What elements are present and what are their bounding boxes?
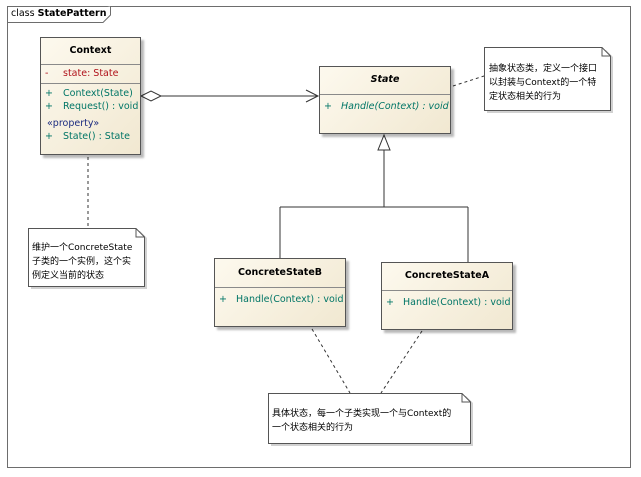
aggregation-context-state: [139, 89, 320, 103]
attribute-text: state: State: [63, 68, 119, 79]
visibility-marker: +: [45, 88, 53, 99]
visibility-marker: +: [386, 297, 394, 308]
class-name: ConcreteStateB: [237, 267, 323, 278]
note-line: 一个状态相关的行为: [272, 423, 354, 433]
visibility-marker: +: [219, 294, 227, 305]
frame-keyword: class: [11, 8, 35, 19]
attribute-row: - state: State: [41, 65, 140, 83]
visibility-marker: +: [324, 101, 332, 112]
generalization-tree: [279, 133, 469, 262]
note-line: 抽象状态类，定义一个接口: [489, 64, 598, 74]
property-text: State() : State: [63, 131, 130, 142]
operation-text: Handle(Context) : void: [341, 101, 449, 112]
visibility-marker: +: [45, 131, 53, 142]
note-line: 维护一个ConcreteState: [32, 243, 133, 253]
operation-row: + Context(State): [41, 87, 140, 100]
note-line: 例定义当前的状态: [32, 271, 105, 281]
operation-row: + Request() : void: [41, 100, 140, 113]
note-anchor-state: [452, 75, 485, 87]
visibility-marker: -: [45, 68, 49, 79]
note-line: 具体状态，每一个子类实现一个与Context的: [272, 409, 452, 419]
class-concrete-state-a[interactable]: ConcreteStateA + Handle(Context) : void: [381, 262, 513, 330]
class-name: Context: [69, 45, 112, 56]
property-row: + State() : State: [41, 130, 140, 143]
note-state[interactable]: 抽象状态类，定义一个接口 以封装与Context的一个特 定状态相关的行为: [484, 47, 614, 114]
class-name: ConcreteStateA: [404, 270, 490, 281]
operation-text: Handle(Context) : void: [236, 294, 344, 305]
class-name: State: [370, 74, 400, 85]
note-concrete-states[interactable]: 具体状态，每一个子类实现一个与Context的 一个状态相关的行为: [268, 393, 474, 447]
class-context[interactable]: Context - state: State + Context(State) …: [40, 37, 141, 155]
operation-text: Request() : void: [63, 101, 139, 112]
diagram-frame: [7, 6, 631, 468]
note-anchor-concrete-a: [380, 330, 423, 394]
operation-text: Context(State): [63, 88, 133, 99]
class-concrete-state-b[interactable]: ConcreteStateB + Handle(Context) : void: [214, 258, 346, 327]
operation-text: Handle(Context) : void: [403, 297, 511, 308]
note-line: 子类的一个实例，这个实: [32, 257, 132, 267]
stereotype-label: «property»: [47, 118, 100, 129]
visibility-marker: +: [45, 101, 53, 112]
note-anchor-concrete-b: [311, 328, 351, 394]
class-state[interactable]: State + Handle(Context) : void: [319, 66, 451, 134]
note-context[interactable]: 维护一个ConcreteState 子类的一个实例，这个实 例定义当前的状态: [28, 228, 148, 290]
note-line: 以封装与Context的一个特: [489, 78, 597, 88]
frame-name: StatePattern: [37, 8, 107, 19]
note-line: 定状态相关的行为: [489, 92, 562, 102]
operation-row: + Handle(Context) : void: [215, 293, 345, 307]
operation-row: + Handle(Context) : void: [382, 296, 512, 310]
operation-row: + Handle(Context) : void: [320, 100, 450, 114]
